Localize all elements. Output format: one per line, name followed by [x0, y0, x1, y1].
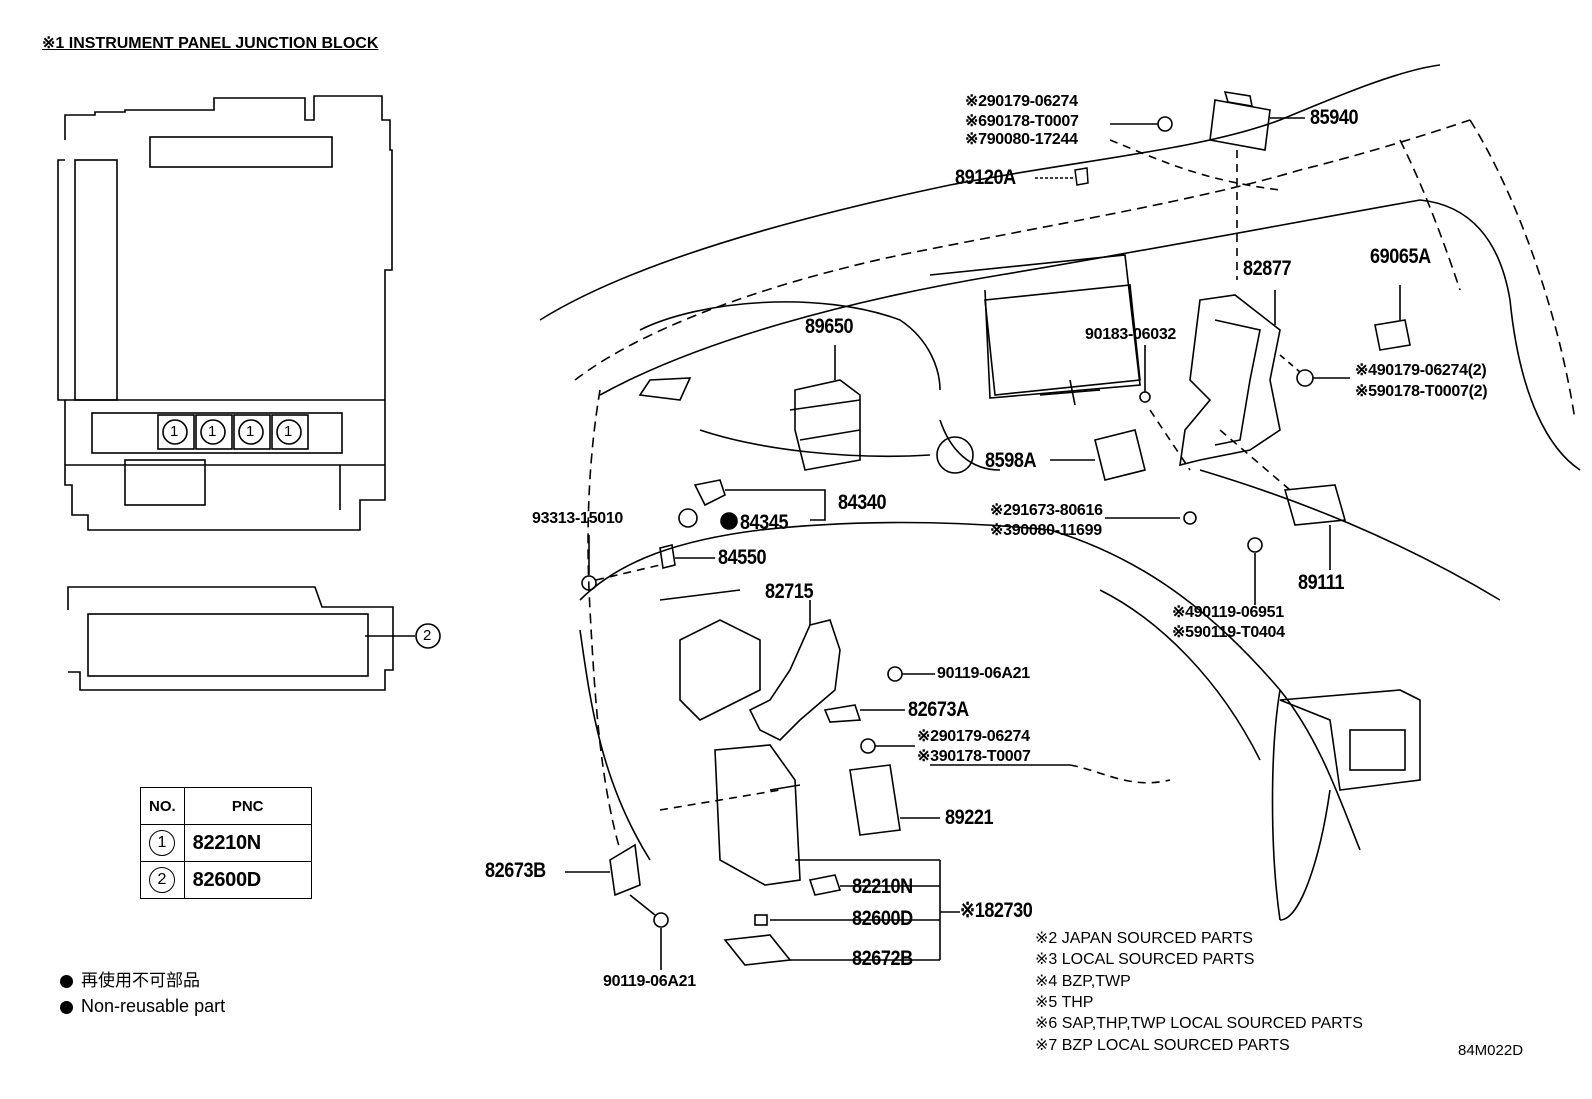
diagram-title: ※1 INSTRUMENT PANEL JUNCTION BLOCK — [42, 35, 379, 52]
table-row: 1 82210N — [140, 824, 312, 862]
junction-block-side-view — [67, 586, 441, 691]
label-84340: 84340 — [838, 491, 887, 514]
callout-1d: 1 — [284, 423, 293, 440]
label-89221: 89221 — [945, 806, 994, 829]
part-89221-and-82730 — [659, 744, 960, 966]
pnc-row-no: 1 — [149, 830, 175, 856]
note-3: ※3 LOCAL SOURCED PARTS — [1035, 951, 1255, 968]
callout-1a: 1 — [170, 423, 179, 440]
label-clip-m-a: ※290179-06274 — [917, 728, 1030, 745]
junction-block-front-view — [57, 95, 393, 531]
pnc-header-pnc: PNC — [183, 787, 312, 825]
pnc-row-value: 82600D — [183, 861, 312, 899]
pnc-row-no: 2 — [149, 867, 175, 893]
label-screw-b: ※390080-11699 — [990, 522, 1102, 539]
part-69065a-switch — [1374, 285, 1411, 351]
callout-2: 2 — [423, 627, 432, 644]
label-89111: 89111 — [1298, 571, 1345, 594]
part-82715-bracket — [748, 600, 935, 754]
center-display — [929, 254, 1141, 406]
part-82877-duct — [1179, 290, 1314, 467]
label-89650: 89650 — [805, 315, 854, 338]
note-5: ※5 THP — [1035, 994, 1094, 1011]
non-reusable-dot-icon — [60, 1000, 73, 1014]
label-bolt-a: ※490119-06951 — [1172, 604, 1284, 621]
part-85940-module — [1157, 91, 1271, 280]
label-82715: 82715 — [765, 580, 814, 603]
table-row: 2 82600D — [140, 861, 312, 899]
label-clip-m-b: ※390178-T0007 — [917, 748, 1031, 765]
part-84340-switch — [581, 479, 826, 591]
label-clip-top-a: ※290179-06274 — [965, 93, 1078, 110]
label-8598a: 8598A — [985, 449, 1037, 472]
label-screw-a: ※291673-80616 — [990, 502, 1103, 519]
label-82673a: 82673A — [908, 698, 969, 721]
label-clip-top-c: ※790080-17244 — [965, 131, 1078, 148]
leader-lines — [930, 117, 1350, 784]
instrument-panel-outline — [539, 64, 1581, 921]
diagram-id: 84M022D — [1458, 1042, 1524, 1059]
note-4: ※4 BZP,TWP — [1035, 973, 1131, 990]
part-8598a-relay — [1050, 345, 1197, 525]
label-clip-r-b: ※590178-T0007(2) — [1355, 383, 1488, 400]
part-89120a-icon — [1074, 167, 1089, 186]
part-89650-ecu — [789, 345, 861, 471]
label-82600d: 82600D — [852, 907, 913, 930]
note-7: ※7 BZP LOCAL SOURCED PARTS — [1035, 1037, 1290, 1054]
label-69065a: 69065A — [1370, 245, 1431, 268]
label-82730: ※182730 — [960, 899, 1033, 922]
callout-1b: 1 — [208, 423, 217, 440]
legend-jp: 再使用不可部品 — [60, 972, 200, 989]
label-82673b: 82673B — [485, 859, 546, 882]
legend-en: Non-reusable part — [60, 997, 225, 1015]
label-82672b: 82672B — [852, 947, 913, 970]
part-82673b-bracket — [565, 843, 669, 970]
pnc-header-no: NO. — [140, 787, 185, 825]
label-clip-r-a: ※490179-06274(2) — [1355, 362, 1487, 379]
part-89111-module — [1219, 429, 1347, 605]
non-reusable-dot-icon — [60, 975, 73, 989]
pnc-table: NO. PNC 1 82210N 2 82600D — [140, 787, 312, 899]
label-bolt-06a21-b: 90119-06A21 — [603, 973, 696, 990]
pnc-row-value: 82210N — [183, 824, 312, 862]
label-93313: 93313-15010 — [532, 510, 624, 527]
label-82877: 82877 — [1243, 257, 1292, 280]
label-bolt-06a21-r: 90119-06A21 — [937, 665, 1030, 682]
label-84345: 84345 — [740, 511, 789, 534]
label-85940: 85940 — [1310, 106, 1359, 129]
label-82210n: 82210N — [852, 875, 913, 898]
callout-1c: 1 — [246, 423, 255, 440]
note-2: ※2 JAPAN SOURCED PARTS — [1035, 930, 1253, 947]
label-90183: 90183-06032 — [1085, 326, 1177, 343]
label-84550: 84550 — [718, 546, 767, 569]
label-bolt-b: ※590119-T0404 — [1172, 624, 1285, 641]
label-clip-top-b: ※690178-T0007 — [965, 113, 1079, 130]
label-89120a: 89120A — [955, 166, 1016, 189]
note-6: ※6 SAP,THP,TWP LOCAL SOURCED PARTS — [1035, 1015, 1363, 1032]
